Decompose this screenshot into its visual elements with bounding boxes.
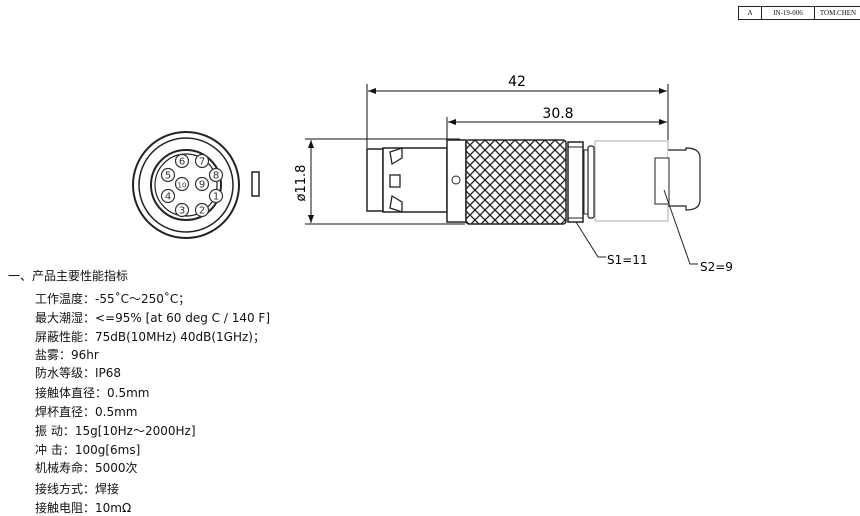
dim-diameter: ø11.8 [294, 165, 309, 202]
spec-line: 冲 击：100g[6ms] [35, 443, 141, 457]
dim-body-length: 30.8 [542, 106, 573, 122]
pin-9 [194, 176, 210, 192]
spec-line: 振 动：15g[10Hz～2000Hz] [35, 424, 196, 438]
spec-line: 工作温度：-55˚C～250˚C； [35, 292, 191, 306]
side-view [366, 139, 701, 225]
spec-line: 最大潮湿：<=95% [at 60 deg C / 140 F] [35, 311, 271, 325]
spec-line: 盐雾：96hr [35, 348, 99, 362]
pin-number: 3 [179, 206, 185, 217]
pin-number: 1 [213, 192, 219, 203]
pin-8 [208, 167, 224, 183]
pin-2 [194, 202, 210, 218]
pin-5 [160, 167, 176, 183]
pin-4 [160, 188, 176, 204]
doc-number-cell: IN-19-006 [761, 7, 814, 19]
dim-overall-length: 42 [508, 74, 526, 90]
pin-number: 6 [179, 157, 185, 168]
spec-line: 接触体直径：0.5mm [35, 386, 150, 400]
pin-number: 4 [165, 192, 171, 203]
pin-number: 8 [213, 171, 219, 182]
key-tab [251, 171, 260, 197]
pin-3 [174, 202, 190, 218]
revision-cell: A [747, 9, 753, 17]
author-cell: TOM.CHEN [814, 7, 860, 19]
wrench-s2-label: S2=9 [700, 260, 733, 274]
spec-line: 机械寿命：5000次 [35, 461, 138, 475]
wrench-s1-label: S1=11 [607, 253, 648, 267]
pin-number: 7 [199, 157, 205, 168]
leader-lines [575, 189, 698, 265]
pin-number: 5 [165, 171, 171, 182]
pin-number: 2 [199, 206, 205, 217]
pin-layout: 12 34 56 789 10 [160, 153, 224, 218]
spec-line: 接线方式：焊接 [35, 482, 120, 496]
spec-line: 防水等级：IP68 [35, 366, 122, 380]
title-block: A IN-19-006 TOM.CHEN [738, 6, 860, 20]
pin-6 [174, 153, 190, 169]
spec-line: 屏蔽性能：75dB(10MHz) 40dB(1GHz)； [35, 330, 265, 344]
specs-heading: 一、产品主要性能指标 [8, 269, 129, 283]
pin-1 [208, 188, 224, 204]
spec-line: 焊杯直径：0.5mm [35, 405, 138, 419]
pin-7 [194, 153, 210, 169]
pin-10 [174, 176, 190, 192]
pin-number: 9 [199, 180, 205, 191]
spec-line: 接触电阻：10mΩ [35, 501, 132, 515]
pin-number: 10 [178, 182, 187, 190]
dimensions [305, 84, 669, 225]
